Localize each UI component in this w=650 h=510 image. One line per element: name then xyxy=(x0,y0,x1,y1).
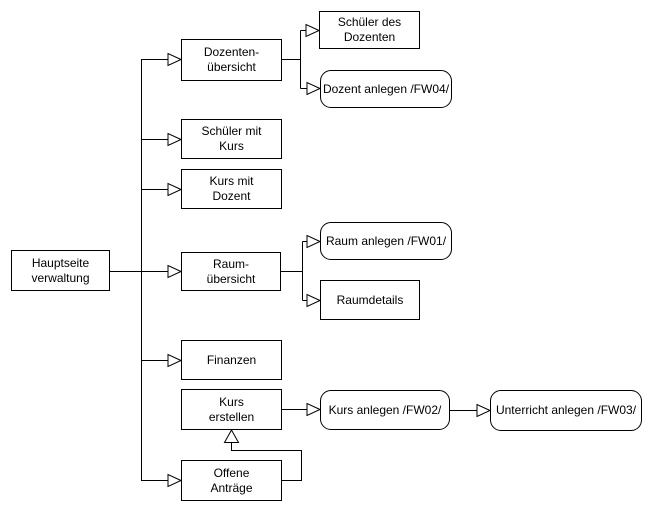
node-kurs-anlegen-fw02: Kurs anlegen /FW02/ xyxy=(320,390,450,430)
node-raum-anlegen-fw01: Raum anlegen /FW01/ xyxy=(320,222,452,260)
node-dozent-anlegen-fw04: Dozent anlegen /FW04/ xyxy=(320,70,452,108)
edge-hauptseite-to-offene-antraege xyxy=(141,473,183,488)
node-unterricht-anlegen-fw03: Unterricht anlegen /FW03/ xyxy=(490,390,642,431)
node-offene-antraege: Offene Anträge xyxy=(181,460,282,501)
node-dozenten-uebersicht: Dozenten- übersicht xyxy=(181,39,282,81)
node-finanzen: Finanzen xyxy=(181,340,282,380)
node-kurs-erstellen: Kurs erstellen xyxy=(181,389,282,430)
edge-dozenten-uebersicht-to-children xyxy=(282,23,322,96)
node-schueler-mit-kurs: Schüler mit Kurs xyxy=(181,119,282,159)
edge-offene-antraege-to-kurs-erstellen xyxy=(223,428,302,481)
node-hauptseite-verwaltung: Hauptseite verwaltung xyxy=(11,250,110,291)
node-raum-uebersicht: Raum- übersicht xyxy=(181,252,281,291)
node-raumdetails: Raumdetails xyxy=(320,280,420,320)
edge-hauptseite-to-dozenten-uebersicht xyxy=(141,52,183,67)
edge-kurs-anlegen-to-unterricht-anlegen xyxy=(450,403,492,418)
edge-raum-uebersicht-to-children xyxy=(281,234,322,308)
edge-hauptseite-to-finanzen xyxy=(141,353,183,368)
edge-hauptseite-to-kurs-mit-dozent xyxy=(141,182,183,197)
edge-kurs-erstellen-to-kurs-anlegen xyxy=(282,402,322,417)
edge-hauptseite-to-schueler-mit-kurs xyxy=(141,132,183,147)
edge-hauptseite-to-raum-uebersicht xyxy=(110,264,183,279)
node-kurs-mit-dozent: Kurs mit Dozent xyxy=(181,169,282,209)
node-schueler-des-dozenten: Schüler des Dozenten xyxy=(319,11,420,49)
